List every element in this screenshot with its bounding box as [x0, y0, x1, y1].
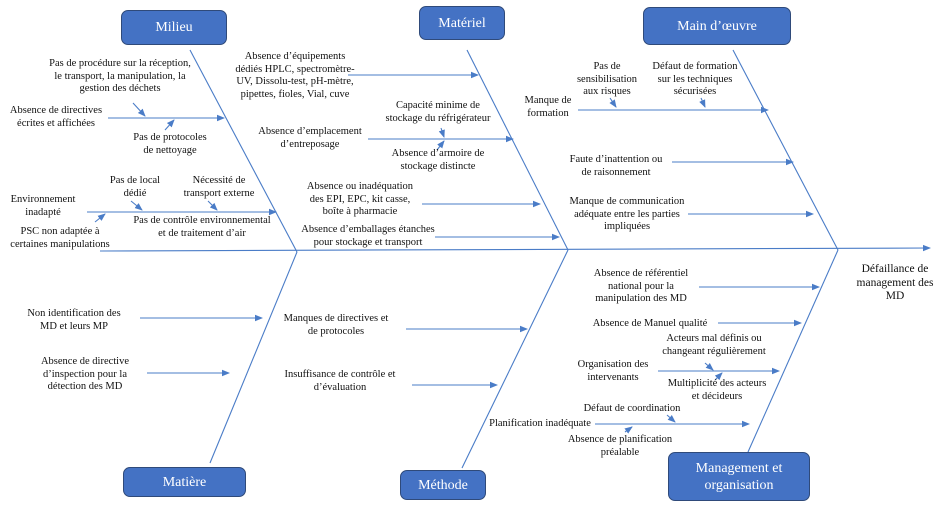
bone-main-oeuvre	[732, 49, 839, 251]
cause-label: Planification inadéquate	[489, 418, 591, 429]
cause-label: Absence de référentiel national pour la …	[593, 268, 689, 304]
arrow-mo-techniques	[699, 97, 706, 108]
arrow-milieu-transport	[207, 200, 218, 211]
cause-label: Absence d’emballages étanches pour stock…	[301, 224, 435, 248]
bone-methode	[461, 249, 569, 469]
subcause-label: Pas de contrôle environnemental et de tr…	[133, 215, 271, 239]
spine-line	[99, 244, 931, 252]
cause-label: Environnement inadapté	[10, 194, 76, 218]
effect-label: Défaillance de management des MD	[856, 263, 934, 302]
arrow-mo-sensibilisation	[609, 97, 617, 108]
category-materiel: Matériel	[419, 6, 505, 40]
category-main-oeuvre: Main d’œuvre	[643, 7, 791, 45]
subcause-label: Multiplicité des acteurs et décideurs	[667, 378, 767, 402]
cause-label: Faute d’inattention ou de raisonnement	[569, 154, 663, 178]
subcause-label: Pas de procédure sur la réception, le tr…	[49, 58, 191, 94]
cause-label: Absence d’emplacement d’entreposage	[258, 126, 362, 150]
arrow-mgmt-prealable	[624, 426, 633, 434]
category-matiere: Matière	[123, 467, 246, 497]
subcause-label: Défaut de formation sur les techniques s…	[652, 61, 738, 97]
bone-matiere	[209, 251, 298, 464]
cause-label: Insuffisance de contrôle et d’évaluation	[284, 369, 396, 393]
cause-label: Non identification des MD et leurs MP	[27, 308, 121, 332]
subcause-label: Acteurs mal définis ou changeant réguliè…	[662, 333, 766, 357]
arrow-milieu-psc	[94, 213, 106, 223]
arrow-mgmt-acteurs	[704, 362, 714, 371]
cause-label: Absence de Manuel qualité	[592, 318, 708, 329]
subcause-label: Capacité minime de stockage du réfrigéra…	[385, 100, 491, 124]
cause-label: Manques de directives et de protocoles	[283, 313, 389, 337]
bone-materiel	[466, 49, 569, 251]
arrow-mgmt-multiplicite	[714, 372, 723, 381]
cause-label: Organisation des intervenants	[577, 359, 649, 383]
cause-label: Absence de directives écrites et affiché…	[9, 105, 103, 129]
subcause-label: Pas de sensibilisation aux risques	[576, 61, 638, 97]
category-management: Management et organisation	[668, 452, 810, 501]
subcause-label: Pas de local dédié	[109, 175, 161, 199]
arrow-mgmt-coordination	[666, 414, 676, 423]
bone-milieu	[189, 49, 298, 253]
category-milieu: Milieu	[121, 10, 227, 45]
subcause-label: Absence d’armoire de stockage distincte	[391, 148, 485, 172]
bone-management	[747, 249, 839, 453]
cause-label: Manque de communication adéquate entre l…	[569, 196, 685, 232]
subcause-label: Pas de protocoles de nettoyage	[133, 132, 207, 156]
cause-label: Manque de formation	[524, 95, 572, 119]
category-methode: Méthode	[400, 470, 486, 500]
subcause-label: Nécessité de transport externe	[183, 175, 255, 199]
arrow-materiel-armoire	[436, 140, 445, 151]
cause-label: Absence d’équipements dédiés HPLC, spect…	[235, 51, 355, 100]
arrow-materiel-refrigerateur	[438, 127, 445, 138]
subcause-label: Défaut de coordination	[583, 403, 681, 414]
subcause-label: PSC non adaptée à certaines manipulation…	[10, 226, 110, 250]
arrow-milieu-procedure	[132, 102, 146, 117]
arrow-milieu-protocoles	[164, 119, 175, 131]
cause-label: Absence de directive d’inspection pour l…	[40, 356, 130, 392]
cause-label: Absence ou inadéquation des EPI, EPC, ki…	[306, 181, 414, 217]
arrow-milieu-local	[130, 200, 143, 211]
subcause-label: Absence de planification préalable	[567, 434, 673, 458]
